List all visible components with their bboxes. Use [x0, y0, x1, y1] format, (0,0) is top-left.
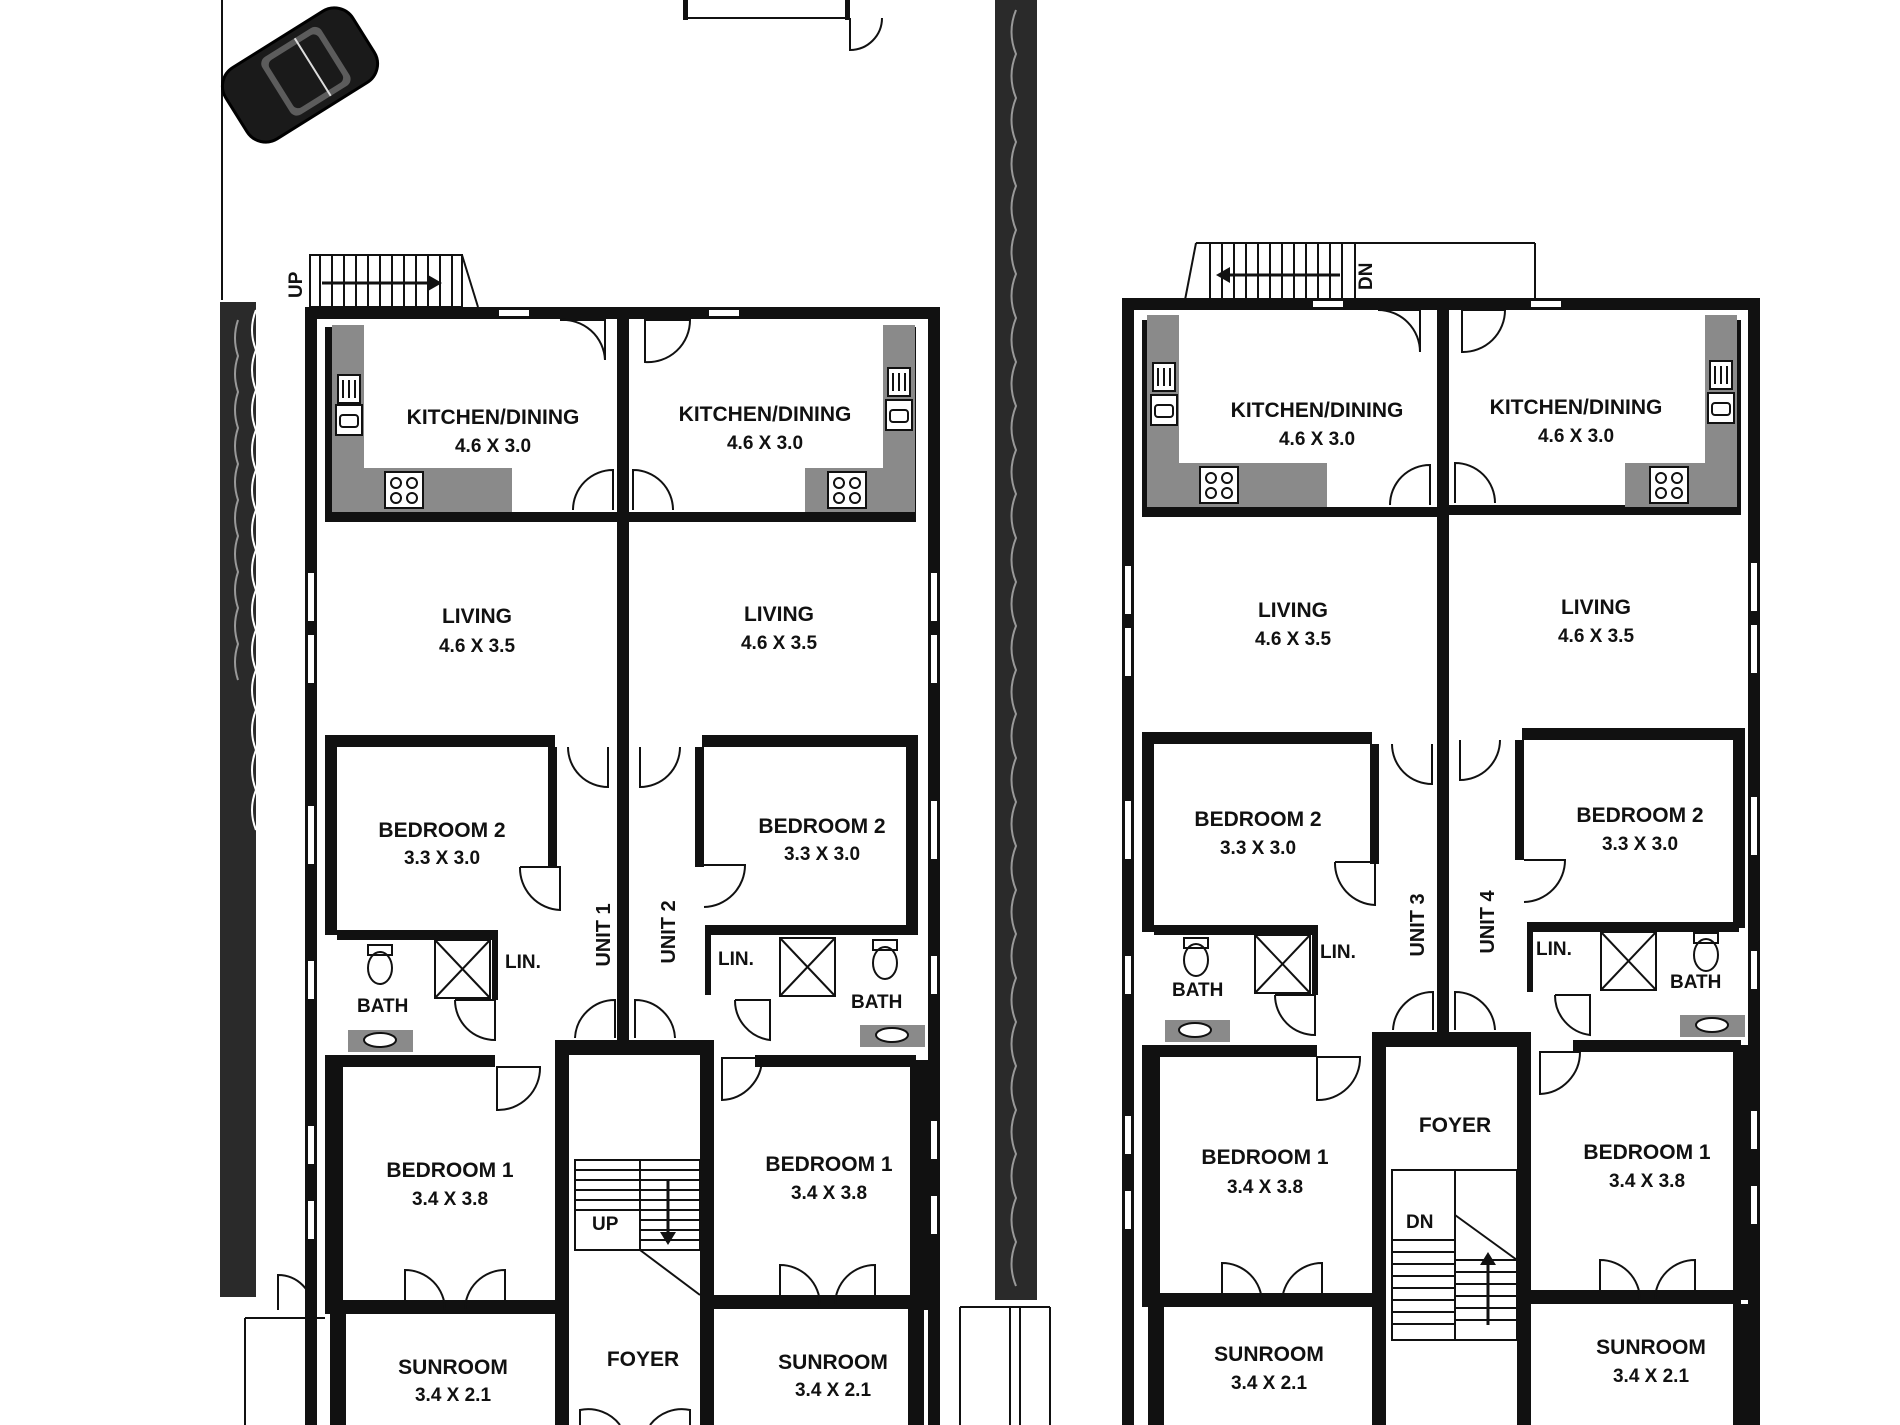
unit-2-label: UNIT 2	[658, 900, 680, 963]
exterior-stair-right	[1184, 242, 1536, 301]
bedroom1-label-unit-4: BEDROOM 1	[1583, 1141, 1711, 1164]
unit-4-label: UNIT 4	[1477, 889, 1499, 953]
bedroom1-label-unit-2: BEDROOM 1	[765, 1153, 893, 1176]
kitchen-label-unit-2: KITCHEN/DINING	[679, 403, 852, 426]
foyer-stair-left-label: UP	[592, 1214, 619, 1235]
sunroom-dims-unit-1: 3.4 X 2.1	[415, 1385, 491, 1406]
garage-door	[849, 17, 883, 52]
foyer-right-label: FOYER	[1419, 1114, 1491, 1137]
bath-fittings-unit-3	[1165, 934, 1311, 1042]
sunroom-label-unit-4: SUNROOM	[1596, 1336, 1706, 1359]
living-dims-unit-2: 4.6 X 3.5	[741, 633, 817, 654]
sunroom-dims-unit-2: 3.4 X 2.1	[795, 1380, 871, 1401]
sunroom-label-unit-3: SUNROOM	[1214, 1343, 1324, 1366]
unit-1-label: UNIT 1	[593, 903, 615, 966]
building-left: UP	[277, 254, 940, 1425]
building-right: DN	[1122, 242, 1760, 1425]
living-label-unit-4: LIVING	[1561, 596, 1631, 619]
kitchen-dims-unit-3: 4.6 X 3.0	[1279, 429, 1355, 450]
doors-right	[1221, 309, 1696, 1304]
bath-fittings-unit-1	[348, 939, 491, 1052]
kitchen-label-unit-4: KITCHEN/DINING	[1490, 396, 1663, 419]
linen-label-unit-3: LIN.	[1320, 942, 1356, 963]
living-label-unit-2: LIVING	[744, 603, 814, 626]
living-label-unit-3: LIVING	[1258, 599, 1328, 622]
exterior-stair-right-label: DN	[1356, 263, 1377, 290]
kitchen-dims-unit-2: 4.6 X 3.0	[727, 433, 803, 454]
kitchen-fittings-unit-4	[1625, 315, 1737, 507]
bedroom1-dims-unit-2: 3.4 X 3.8	[791, 1183, 867, 1204]
sunroom-dims-unit-3: 3.4 X 2.1	[1231, 1373, 1307, 1394]
linen-label-unit-1: LIN.	[505, 952, 541, 973]
kitchen-fittings-unit-3	[1147, 315, 1327, 507]
unit-3-label: UNIT 3	[1407, 893, 1429, 956]
sunroom-label-unit-1: SUNROOM	[398, 1356, 508, 1379]
living-label-unit-1: LIVING	[442, 605, 512, 628]
bedroom2-label-unit-3: BEDROOM 2	[1194, 808, 1321, 831]
foyer-left-label: FOYER	[607, 1348, 679, 1371]
foyer-stair-right-label: DN	[1406, 1212, 1433, 1233]
bath-label-unit-1: BATH	[357, 996, 408, 1017]
bedroom2-label-unit-2: BEDROOM 2	[758, 815, 885, 838]
bedroom1-dims-unit-1: 3.4 X 3.8	[412, 1189, 488, 1210]
kitchen-dims-unit-4: 4.6 X 3.0	[1538, 426, 1614, 447]
bedroom2-dims-unit-2: 3.3 X 3.0	[784, 844, 860, 865]
doors-left	[277, 318, 876, 1425]
bedroom2-label-unit-1: BEDROOM 2	[378, 819, 505, 842]
kitchen-fittings-unit-2	[805, 325, 915, 512]
foyer-stair-left	[574, 1159, 701, 1296]
bath-fittings-unit-2	[779, 937, 925, 1047]
bedroom1-dims-unit-4: 3.4 X 3.8	[1609, 1171, 1685, 1192]
bedroom1-label-unit-3: BEDROOM 1	[1201, 1146, 1329, 1169]
kitchen-label-unit-1: KITCHEN/DINING	[407, 406, 580, 429]
linen-label-unit-4: LIN.	[1536, 939, 1572, 960]
parked-car-icon	[220, 6, 380, 144]
hedge-center	[995, 0, 1037, 1300]
bedroom2-dims-unit-4: 3.3 X 3.0	[1602, 834, 1678, 855]
foyer-stair-right	[1391, 1169, 1518, 1341]
bedroom2-dims-unit-1: 3.3 X 3.0	[404, 848, 480, 869]
sunroom-dims-unit-4: 3.4 X 2.1	[1613, 1366, 1689, 1387]
exterior-stair-left	[309, 254, 479, 308]
living-dims-unit-4: 4.6 X 3.5	[1558, 626, 1634, 647]
bedroom1-dims-unit-3: 3.4 X 3.8	[1227, 1177, 1303, 1198]
kitchen-dims-unit-1: 4.6 X 3.0	[455, 436, 531, 457]
bath-fittings-unit-4	[1600, 931, 1745, 1037]
linen-label-unit-2: LIN.	[718, 949, 754, 970]
bath-label-unit-3: BATH	[1172, 980, 1223, 1001]
kitchen-label-unit-3: KITCHEN/DINING	[1231, 399, 1404, 422]
bedroom2-dims-unit-3: 3.3 X 3.0	[1220, 838, 1296, 859]
bedroom1-label-unit-1: BEDROOM 1	[386, 1159, 514, 1182]
living-dims-unit-3: 4.6 X 3.5	[1255, 629, 1331, 650]
bedroom2-label-unit-4: BEDROOM 2	[1576, 804, 1703, 827]
hedge-left	[220, 302, 258, 1297]
kitchen-fittings-unit-1	[332, 325, 512, 512]
exterior-stair-left-label: UP	[286, 271, 307, 298]
bath-label-unit-2: BATH	[851, 992, 902, 1013]
bath-label-unit-4: BATH	[1670, 972, 1721, 993]
sunroom-label-unit-2: SUNROOM	[778, 1351, 888, 1374]
living-dims-unit-1: 4.6 X 3.5	[439, 636, 515, 657]
